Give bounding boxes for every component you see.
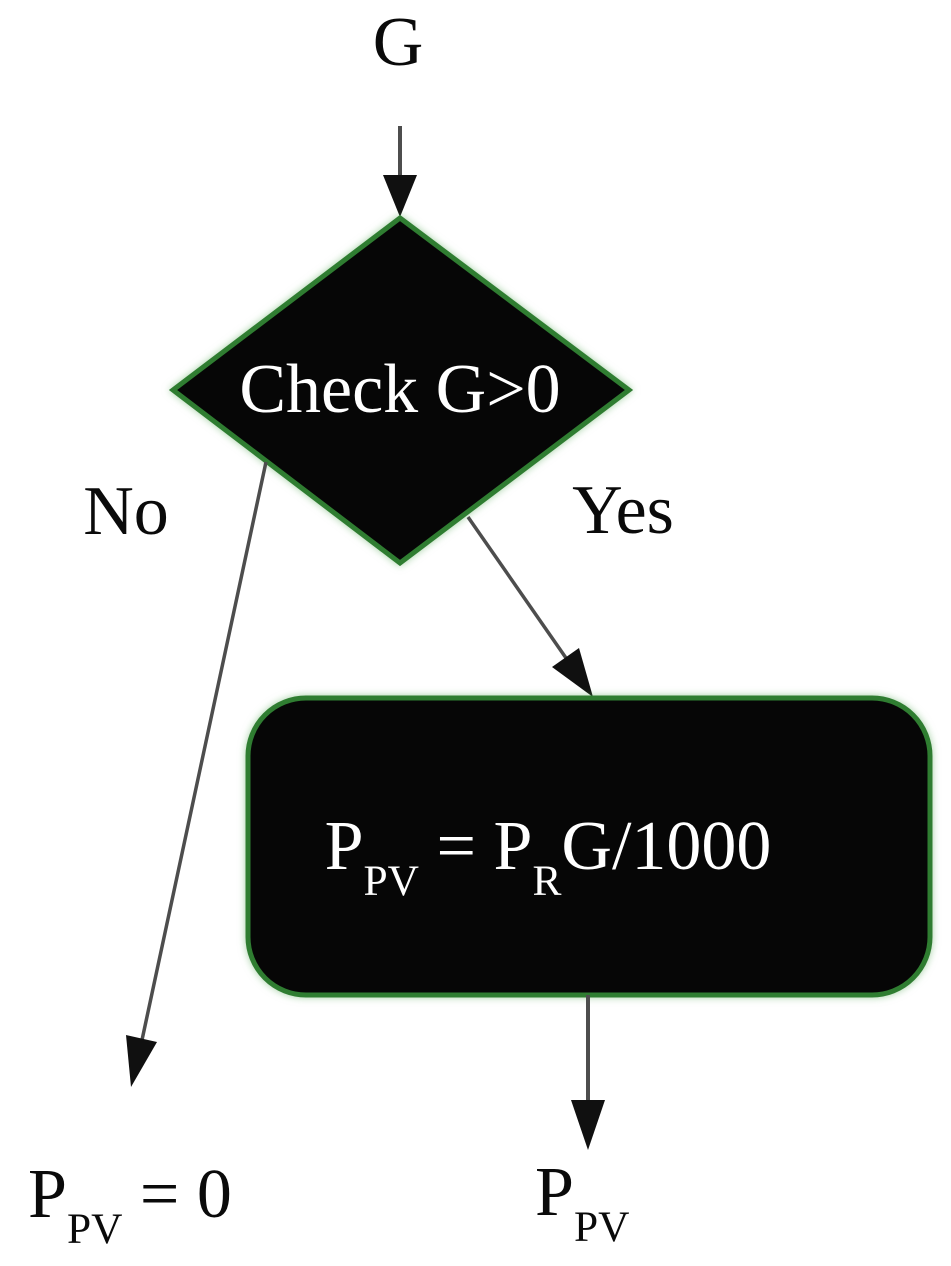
no-branch-label: No (83, 473, 169, 550)
formula-sub1: PV (363, 856, 420, 905)
no-result-label: PPV = 0 (28, 1160, 232, 1251)
decision-label: Check G>0 (239, 351, 561, 428)
yes-arrow-line (466, 516, 568, 659)
output-arrow-head (571, 1100, 605, 1150)
input-arrow-head (383, 175, 417, 217)
process-formula: PPV = PRG/1000 (238, 812, 858, 903)
no-arrow-head (126, 1035, 157, 1087)
no-arrow-line (140, 461, 268, 1041)
input-label: G (372, 4, 424, 81)
yes-branch-label: Yes (572, 472, 674, 549)
no-result-tail: = 0 (122, 1156, 232, 1233)
formula-op: = (419, 808, 494, 885)
decision-diamond (168, 214, 634, 567)
formula-sub2: R (532, 856, 562, 905)
formula-base2: P (493, 808, 533, 885)
formula-tail: G/1000 (561, 808, 772, 885)
yes-result-label: PPV (535, 1158, 629, 1249)
no-result-base: P (28, 1156, 67, 1233)
no-result-sub: PV (66, 1204, 123, 1253)
yes-result-sub: PV (573, 1202, 630, 1251)
yes-result-base: P (535, 1154, 574, 1231)
formula-base1: P (324, 808, 364, 885)
yes-arrow-head (552, 648, 593, 697)
